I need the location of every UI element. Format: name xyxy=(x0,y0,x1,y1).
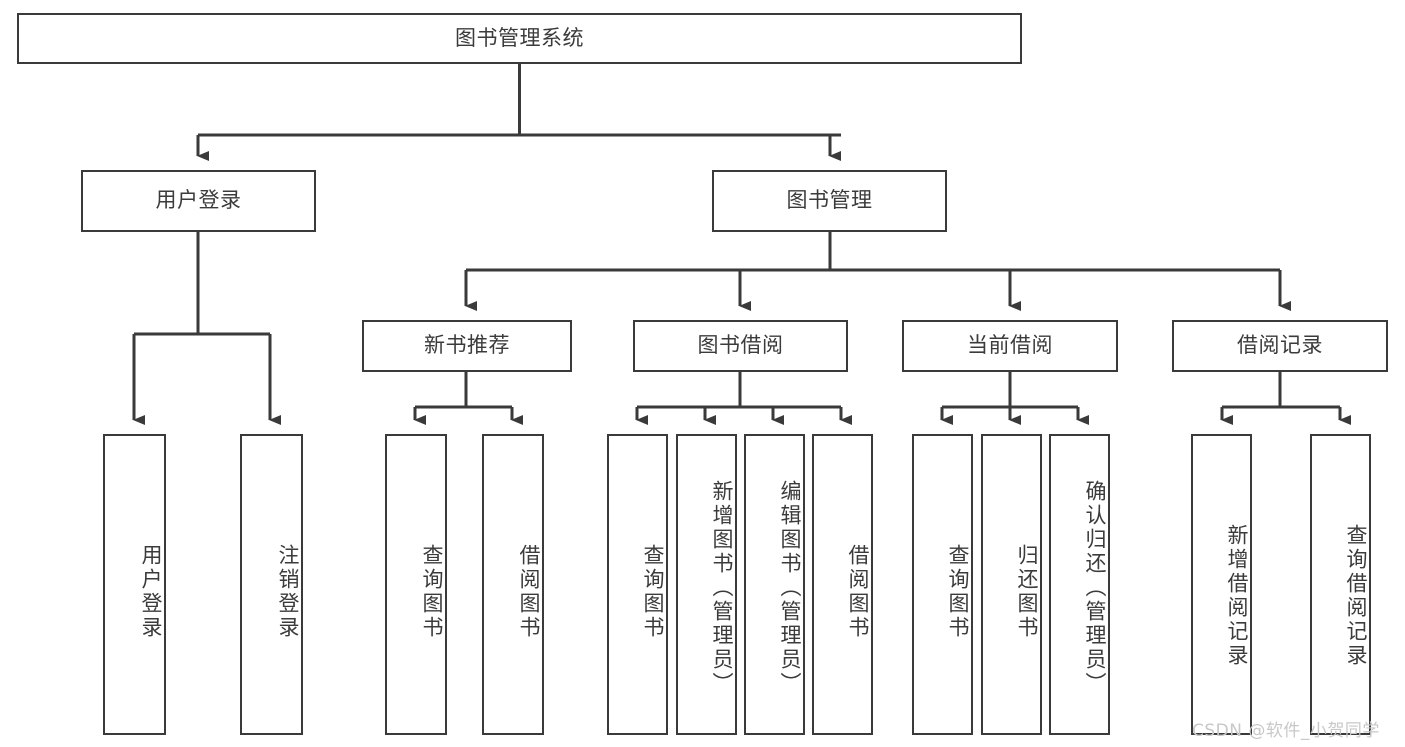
node-leaf-edit-book[interactable]: 编辑图书（管理员） xyxy=(744,434,805,735)
node-leaf-user-login[interactable]: 用户登录 xyxy=(103,434,166,735)
node-leaf-query-book-1[interactable]: 查询图书 xyxy=(385,434,447,735)
node-book-manage[interactable]: 图书管理 xyxy=(712,170,947,232)
node-leaf-add-record[interactable]: 新增借阅记录 xyxy=(1191,434,1252,735)
node-leaf-query-book-2[interactable]: 查询图书 xyxy=(607,434,668,735)
node-user-login-label: 用户登录 xyxy=(155,188,242,213)
node-current-borrow-label: 当前借阅 xyxy=(967,333,1053,358)
node-new-book-rec[interactable]: 新书推荐 xyxy=(362,320,572,372)
node-leaf-borrow-book-1-label: 借阅图书 xyxy=(517,543,541,640)
node-leaf-confirm-return-label: 确认归还（管理员） xyxy=(1083,479,1107,696)
node-book-manage-label: 图书管理 xyxy=(786,188,873,213)
node-leaf-add-book[interactable]: 新增图书（管理员） xyxy=(676,434,737,735)
node-leaf-borrow-book-2[interactable]: 借阅图书 xyxy=(812,434,873,735)
node-leaf-query-book-1-label: 查询图书 xyxy=(420,543,444,640)
node-root[interactable]: 图书管理系统 xyxy=(17,13,1022,64)
node-user-login[interactable]: 用户登录 xyxy=(81,170,316,232)
node-leaf-add-book-label: 新增图书（管理员） xyxy=(710,479,734,696)
node-leaf-query-book-3-label: 查询图书 xyxy=(946,543,970,640)
node-leaf-edit-book-label: 编辑图书（管理员） xyxy=(778,479,802,696)
node-current-borrow[interactable]: 当前借阅 xyxy=(902,320,1118,372)
node-book-borrow-label: 图书借阅 xyxy=(697,333,784,358)
node-leaf-borrow-book-1[interactable]: 借阅图书 xyxy=(482,434,544,735)
node-book-borrow[interactable]: 图书借阅 xyxy=(633,320,848,372)
node-new-book-rec-label: 新书推荐 xyxy=(424,333,510,358)
node-root-label: 图书管理系统 xyxy=(455,25,584,50)
node-leaf-logout-login[interactable]: 注销登录 xyxy=(240,434,303,735)
node-borrow-record-label: 借阅记录 xyxy=(1237,333,1323,358)
node-leaf-borrow-book-2-label: 借阅图书 xyxy=(846,543,870,640)
node-leaf-add-record-label: 新增借阅记录 xyxy=(1225,523,1249,668)
node-leaf-return-book-label: 归还图书 xyxy=(1015,543,1039,640)
node-leaf-logout-login-label: 注销登录 xyxy=(276,543,300,640)
node-leaf-query-record[interactable]: 查询借阅记录 xyxy=(1310,434,1371,735)
node-leaf-confirm-return[interactable]: 确认归还（管理员） xyxy=(1049,434,1110,735)
node-leaf-query-record-label: 查询借阅记录 xyxy=(1344,523,1368,668)
node-leaf-query-book-3[interactable]: 查询图书 xyxy=(912,434,973,735)
node-leaf-query-book-2-label: 查询图书 xyxy=(641,543,665,640)
csdn-watermark: CSDN @软件_小贺同学 xyxy=(1192,721,1380,741)
node-leaf-user-login-label: 用户登录 xyxy=(139,543,163,640)
node-leaf-return-book[interactable]: 归还图书 xyxy=(981,434,1042,735)
node-borrow-record[interactable]: 借阅记录 xyxy=(1172,320,1388,372)
